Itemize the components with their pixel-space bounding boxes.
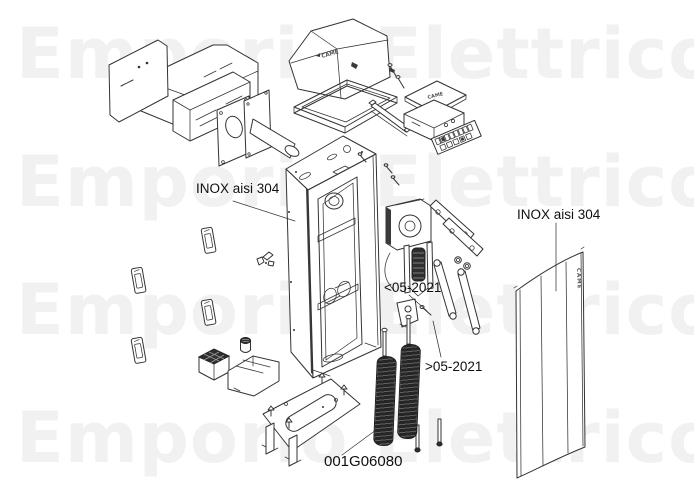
bottom-cover bbox=[227, 355, 280, 397]
cabinet-front-face bbox=[307, 153, 382, 379]
cabinet-body-group bbox=[285, 135, 382, 379]
link-rod bbox=[433, 259, 457, 320]
door-panel bbox=[515, 251, 586, 479]
anchor-base-plate bbox=[261, 372, 361, 467]
cover-screws bbox=[389, 65, 405, 89]
rubber-cap bbox=[197, 348, 231, 381]
small-screws bbox=[357, 152, 400, 186]
pivot-bolt bbox=[422, 307, 432, 316]
variant-bracket-old bbox=[396, 298, 419, 328]
came-logo: CAME bbox=[427, 91, 444, 101]
spring-bolts bbox=[381, 314, 443, 453]
link-rod bbox=[457, 268, 481, 335]
came-logo: CAME bbox=[575, 268, 582, 290]
top-left-housing-group bbox=[108, 39, 300, 167]
leader-variant-after bbox=[432, 320, 442, 358]
hinge-part bbox=[200, 226, 217, 254]
leader-variant-before bbox=[408, 294, 428, 312]
label-variant-before: <05-2021 bbox=[384, 280, 442, 295]
label-inox-top: INOX aisi 304 bbox=[196, 181, 280, 196]
balance-spring bbox=[373, 355, 397, 447]
door-panel-group: CAME bbox=[513, 246, 586, 479]
hinge-part bbox=[200, 298, 217, 326]
label-inox-door: INOX aisi 304 bbox=[517, 207, 601, 222]
head-cover bbox=[288, 18, 391, 100]
crank-arm bbox=[442, 217, 484, 257]
label-part-number: 001G06080 bbox=[324, 453, 403, 470]
circuit-board bbox=[430, 119, 482, 155]
label-variant-after: >05-2021 bbox=[425, 359, 483, 374]
came-logo: CAME bbox=[321, 49, 340, 60]
internal-mechanism bbox=[323, 280, 351, 305]
gearmotor-housing bbox=[385, 198, 432, 251]
pivot-shaft bbox=[249, 118, 296, 159]
cover-gasket-frame bbox=[293, 79, 398, 134]
motor-assembly-group bbox=[384, 198, 484, 335]
control-unit-group: CAME bbox=[368, 80, 482, 155]
hinge-part bbox=[130, 336, 147, 364]
small-cap bbox=[240, 337, 251, 353]
hinge-part bbox=[130, 266, 147, 294]
base-bracket bbox=[265, 422, 275, 455]
lock-fasteners bbox=[256, 251, 275, 267]
balance-spring bbox=[396, 343, 422, 440]
head-cover-group: CAME bbox=[288, 18, 405, 134]
front-lid-panel bbox=[108, 39, 169, 123]
base-bracket bbox=[288, 434, 298, 467]
leader-inox-top bbox=[232, 200, 296, 222]
